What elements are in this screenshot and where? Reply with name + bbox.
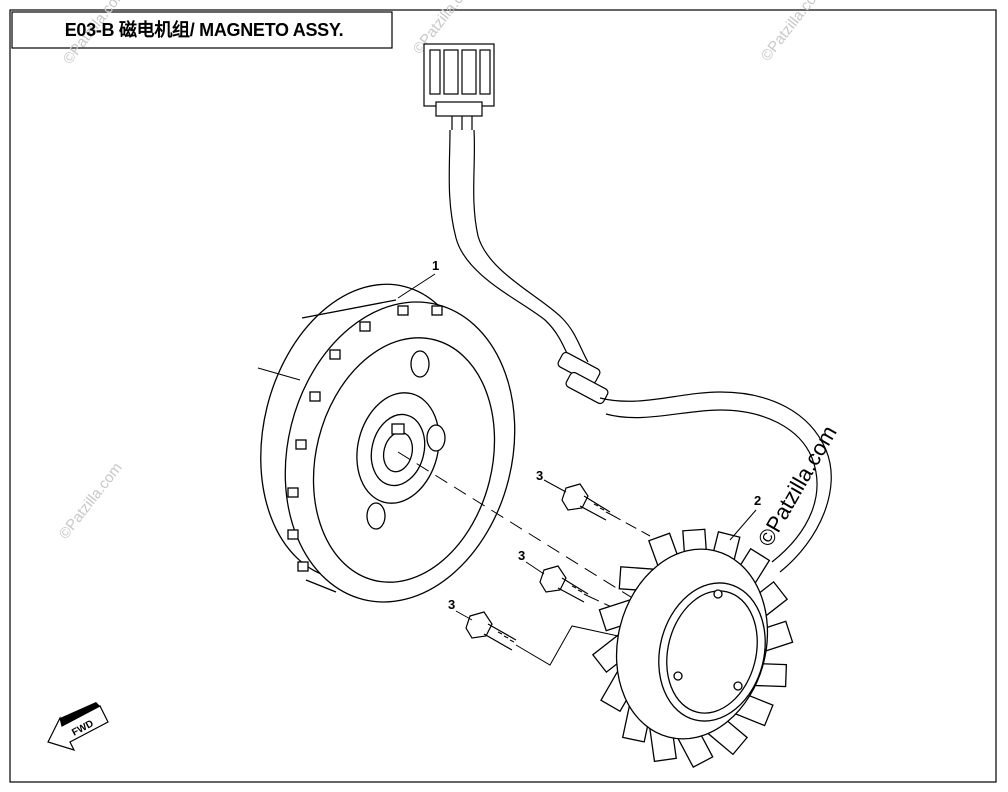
svg-text:3: 3 (536, 468, 543, 483)
center-line (257, 367, 301, 381)
callout-2: 2 (729, 493, 761, 541)
watermark: ©Patzilla.com (56, 460, 126, 543)
fwd-arrow-icon: FWD (47, 702, 109, 751)
bolt (465, 611, 517, 651)
title-box (11, 11, 393, 49)
svg-text:3: 3 (448, 597, 455, 612)
page-title: E03-B 磁电机组/ MAGNETO ASSY. (64, 20, 344, 40)
bolt (561, 483, 611, 521)
svg-text:1: 1 (432, 258, 439, 273)
callout-3: 3 (448, 597, 473, 621)
stator (591, 528, 794, 769)
drawing-border (9, 9, 997, 783)
wire-harness (423, 43, 832, 573)
watermark-main: ©Patzilla.com (753, 421, 842, 550)
bolt (539, 565, 589, 603)
callout-3: 3 (536, 468, 567, 493)
flywheel-rotor (260, 283, 516, 603)
callout-3: 3 (518, 548, 545, 575)
svg-text:2: 2 (754, 493, 761, 508)
callout-1: 1 (397, 258, 439, 299)
svg-text:3: 3 (518, 548, 525, 563)
